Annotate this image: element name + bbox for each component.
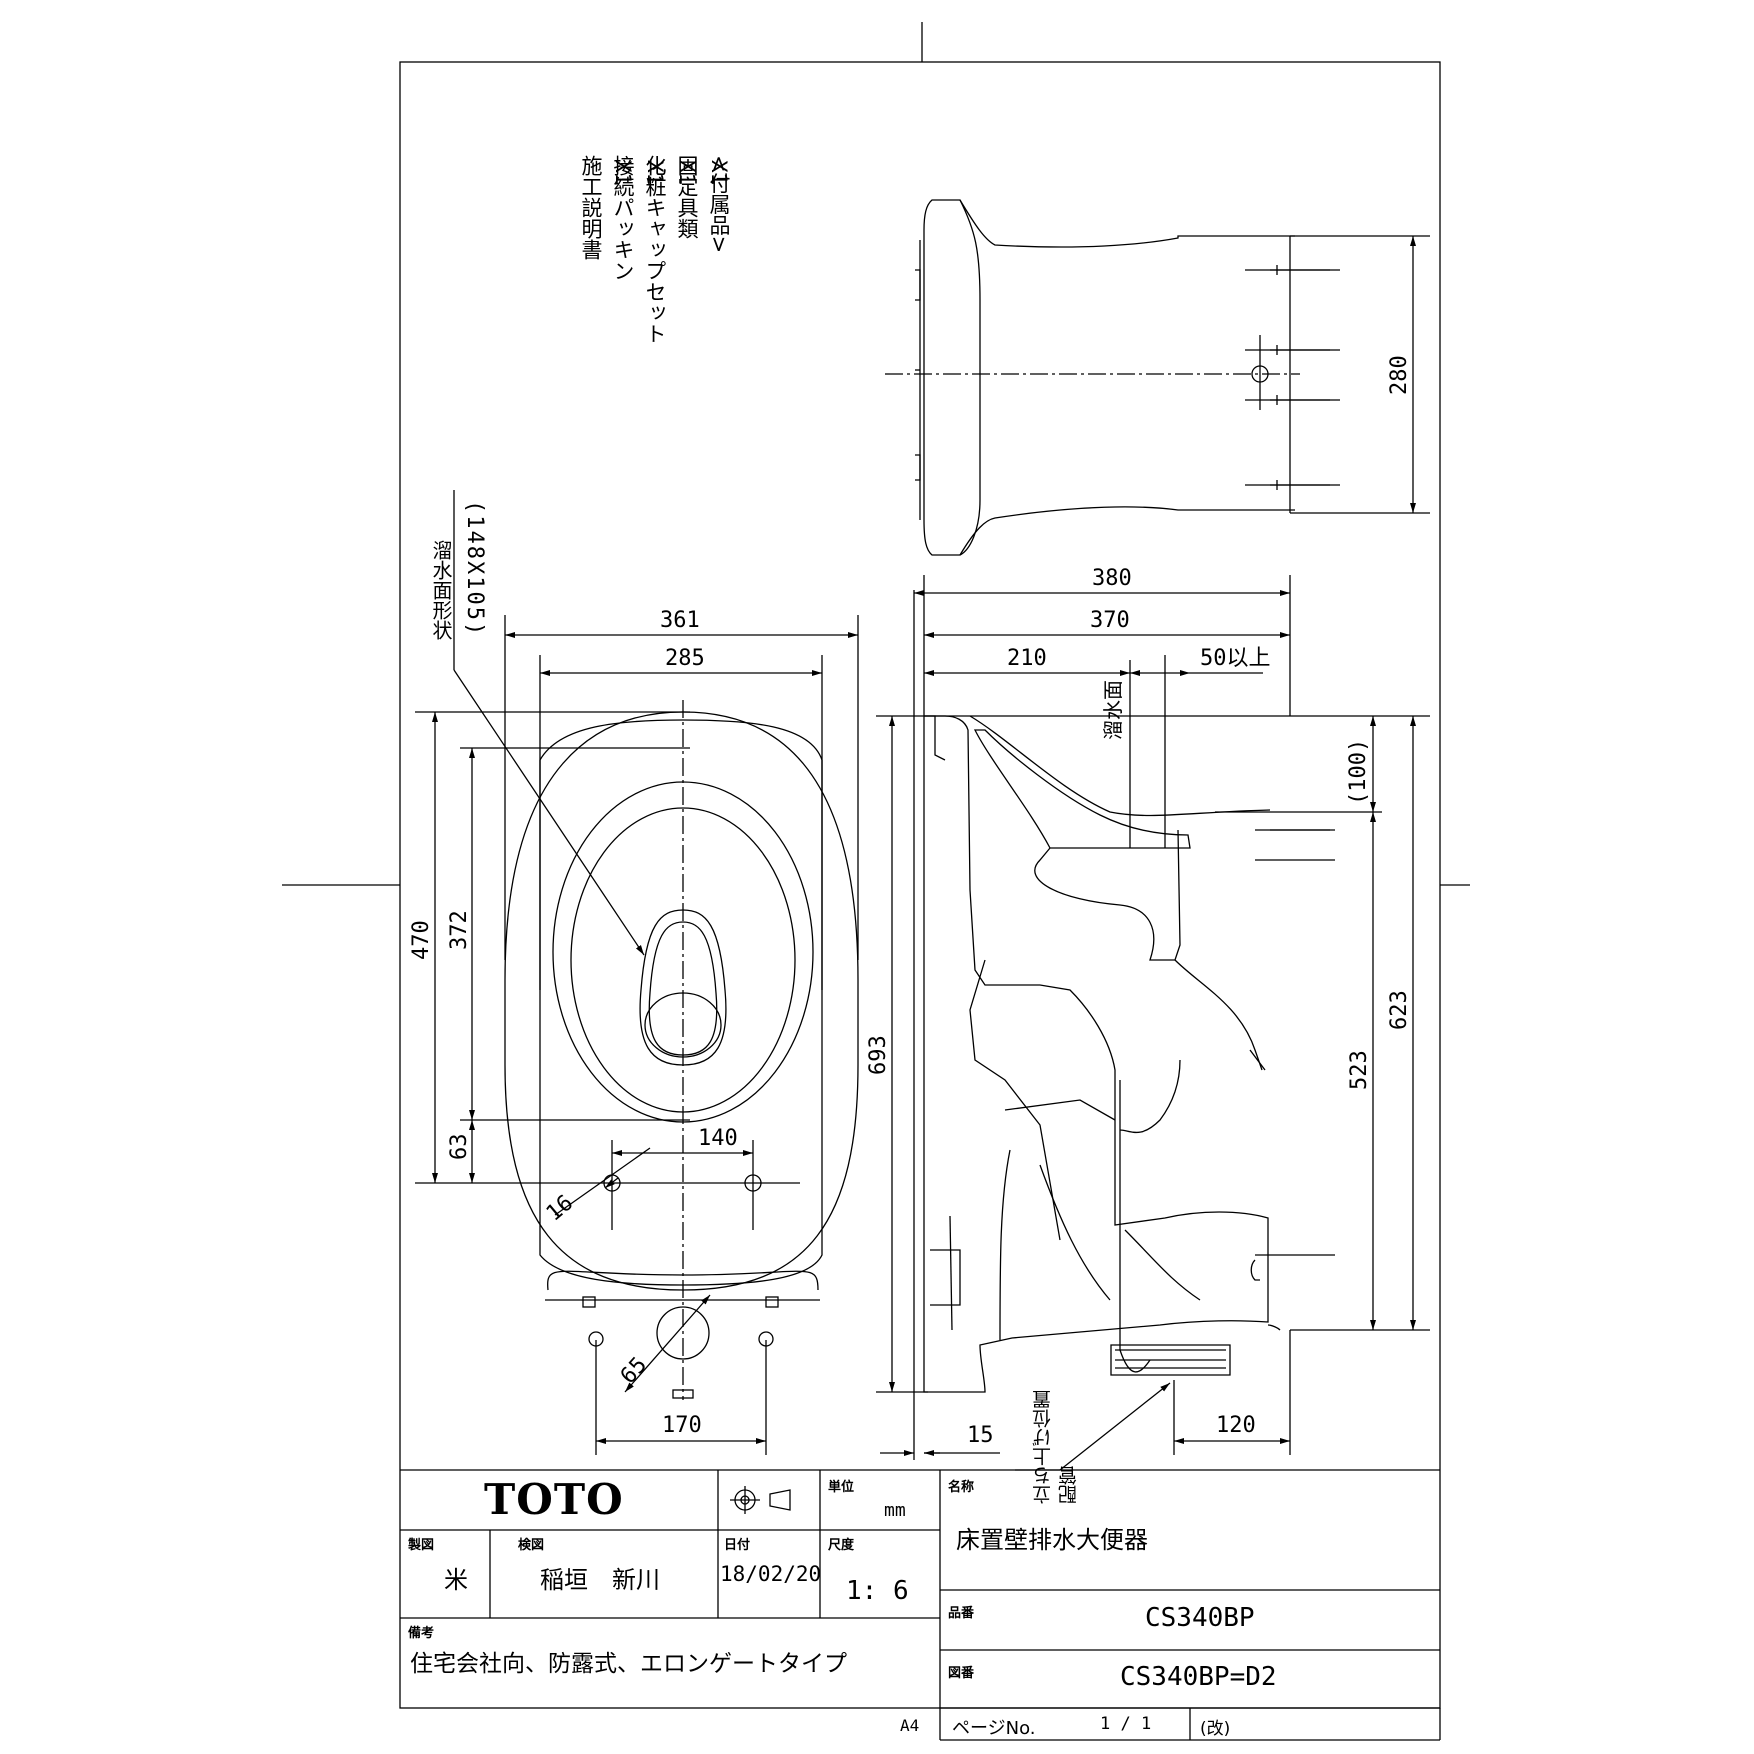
dim-65: 65 <box>616 1353 652 1389</box>
accessories-list: <付属品> 固定具類 化粧キャップセット 接続パッキン 施工説明書 <box>575 155 735 385</box>
dim-361: 361 <box>660 608 700 633</box>
toto-logo: TOTO <box>484 1475 624 1524</box>
paper-size: A4 <box>900 1716 920 1735</box>
accessory-item: 固定具類 <box>675 155 699 239</box>
dim-470: 470 <box>409 920 434 960</box>
accessories-heading: <付属品> <box>707 155 731 254</box>
part-number-label: 品番 <box>948 1606 975 1621</box>
date-label: 日付 <box>724 1538 751 1553</box>
pipe-position-line1: 立ち上げ位置 <box>1032 1390 1054 1504</box>
dim-63: 63 <box>447 1134 472 1161</box>
dim-170: 170 <box>662 1413 702 1438</box>
title-block-grid <box>400 1469 1441 1741</box>
dim-15: 15 <box>967 1423 994 1448</box>
accessory-item: 接続パッキン <box>611 155 635 281</box>
revision-label: (改) <box>1200 1719 1231 1739</box>
dim-380: 380 <box>1092 566 1132 591</box>
unit-label: 単位 <box>828 1480 855 1495</box>
dim-140: 140 <box>698 1126 738 1151</box>
accessories-qty: X1 X1 X1 X1 <box>607 160 735 200</box>
dim-280: 280 <box>1387 355 1412 395</box>
scale-value: 1: 6 <box>846 1576 909 1606</box>
dim-16: 16 <box>542 1190 578 1226</box>
dim-50: 50以上 <box>1200 646 1271 671</box>
dim-370: 370 <box>1090 608 1130 633</box>
checker-value: 稲垣 新川 <box>540 1566 660 1594</box>
notes-label: 備考 <box>408 1626 435 1641</box>
dim-120: 120 <box>1216 1413 1256 1438</box>
water-surface-annotation: 溜水面形状 <box>428 540 454 640</box>
dim-523: 523 <box>1347 1050 1372 1090</box>
dim-285: 285 <box>665 646 705 671</box>
drafter-value: 米 <box>444 1566 468 1594</box>
label-water-surface: 溜水面 <box>1101 680 1125 740</box>
dim-100: (100) <box>1346 739 1371 805</box>
accessory-qty: X1 <box>611 160 635 186</box>
water-surface-shape-label: 溜水面形状 <box>429 540 453 640</box>
side-view <box>876 265 1430 1471</box>
top-view <box>415 490 859 1455</box>
notes-value: 住宅会社向、防露式、エロンゲートタイプ <box>410 1651 847 1677</box>
dim-210: 210 <box>1007 646 1047 671</box>
drawing-number-label: 図番 <box>948 1666 975 1681</box>
projection-symbol-cone <box>769 1489 791 1511</box>
rear-view <box>885 199 1430 556</box>
accessory-qty: X1 <box>643 160 667 186</box>
accessory-item: 施工説明書 <box>579 155 603 260</box>
water-surface-size-value: (148X105) <box>462 500 487 638</box>
pipe-position-line2: 配管 <box>1058 1466 1080 1504</box>
dim-693: 693 <box>866 1035 891 1075</box>
date-value: 18/02/20 <box>720 1562 822 1586</box>
page-value: 1 / 1 <box>1100 1714 1152 1734</box>
unit-value: mm <box>884 1500 906 1521</box>
accessory-qty: X1 <box>707 160 731 186</box>
page-label: ページNo. <box>952 1718 1036 1739</box>
scale-label: 尺度 <box>828 1538 855 1553</box>
accessory-qty: X1 <box>675 160 699 186</box>
name-label: 名称 <box>948 1480 975 1495</box>
pipe-position-label: 立ち上げ位置 配管 <box>1030 1390 1082 1504</box>
accessory-item: 化粧キャップセット <box>643 155 667 344</box>
name-value: 床置壁排水大便器 <box>956 1526 1148 1554</box>
drawing-number-value: CS340BP=D2 <box>1120 1662 1277 1692</box>
part-number-value: CS340BP <box>1145 1603 1255 1633</box>
water-surface-size: (148X105) <box>458 500 490 637</box>
dim-623: 623 <box>1387 990 1412 1030</box>
checker-label: 検図 <box>518 1538 545 1553</box>
drafter-label: 製図 <box>408 1538 435 1553</box>
dim-372: 372 <box>447 910 472 950</box>
